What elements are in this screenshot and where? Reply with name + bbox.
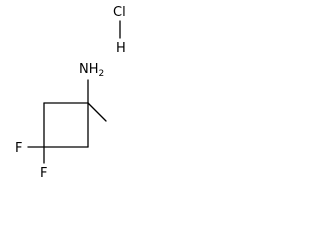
structure-diagram: Cl H NH2 F F: [15, 5, 126, 181]
hydrogen-label: H: [116, 41, 126, 56]
chlorine-label: Cl: [113, 5, 126, 20]
methyl-bond: [87, 102, 107, 122]
amine-subscript: 2: [99, 69, 105, 79]
fluorine-bottom-label: F: [40, 166, 47, 181]
fluorine-top-label: F: [15, 141, 22, 156]
amine-n-label: NH: [79, 62, 99, 77]
amine-label: NH2: [79, 62, 104, 79]
